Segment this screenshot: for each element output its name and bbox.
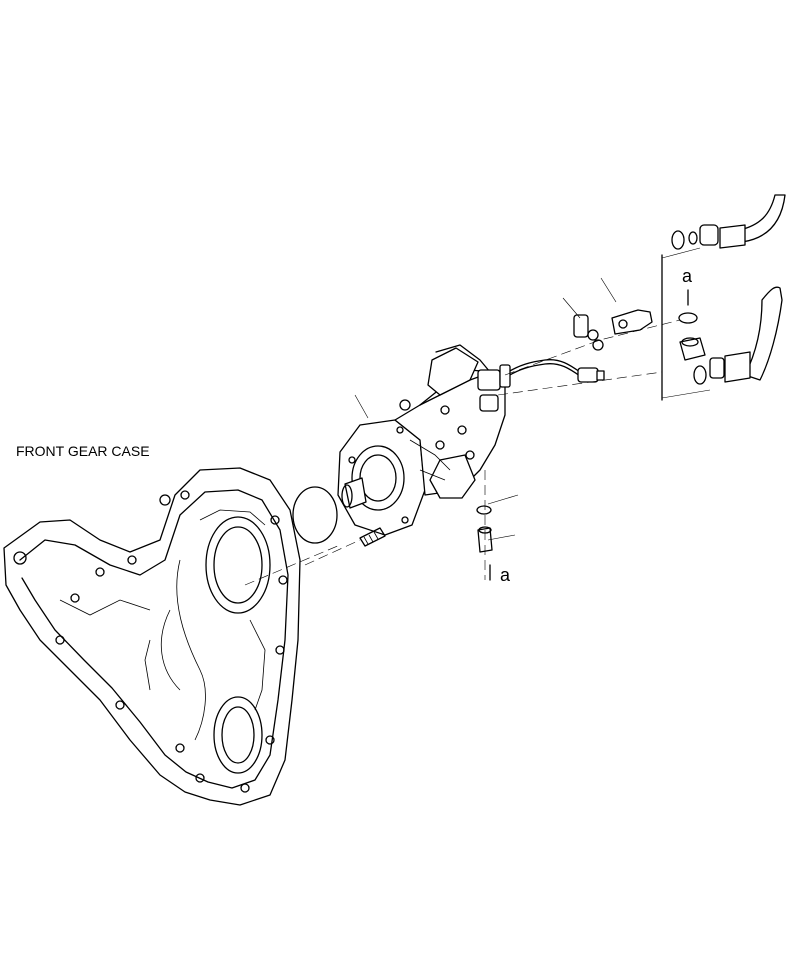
inlet-fittings	[573, 309, 653, 351]
coupling	[359, 527, 386, 547]
front-gear-case	[3, 467, 301, 806]
supply-pump	[337, 344, 605, 536]
leader-lines	[244, 247, 711, 586]
outlet-fittings	[476, 505, 493, 553]
flange-o-ring	[292, 486, 338, 544]
marker-a-top: a	[682, 266, 693, 286]
fuel-hoses	[661, 194, 786, 401]
front-gear-case-label: FRONT GEAR CASE	[16, 443, 150, 459]
marker-a-bottom: a	[500, 565, 511, 585]
